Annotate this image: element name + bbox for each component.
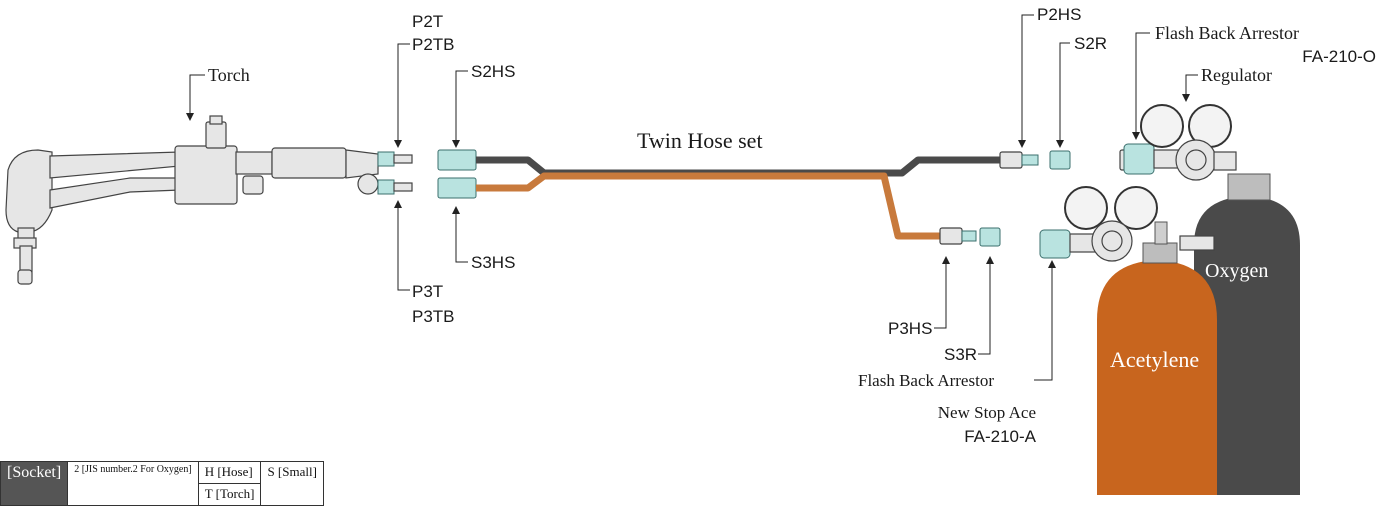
code-legend-table: [Socket] 2 [JIS number.2 For Oxygen] H [… xyxy=(0,461,324,506)
gas-welding-diagram: Torch P2T P2TB S2HS Twin Hose set S3HS P… xyxy=(5,5,1376,495)
label-s3r: S3R xyxy=(944,345,977,364)
label-s2r: S2R xyxy=(1074,34,1107,53)
legend-socket: [Socket] xyxy=(0,461,69,506)
label-acetylene: Acetylene xyxy=(1110,347,1199,372)
label-p3tb: P3TB xyxy=(412,307,455,326)
oxygen-cylinder xyxy=(1194,173,1300,495)
twin-hose-set xyxy=(437,149,1071,247)
label-p2hs: P2HS xyxy=(1037,5,1081,24)
label-s2hs: S2HS xyxy=(471,62,515,81)
label-twin-hose-set: Twin Hose set xyxy=(637,128,763,153)
label-p3hs: P3HS xyxy=(888,319,932,338)
label-s3hs: S3HS xyxy=(471,253,515,272)
leader-lines xyxy=(186,14,1198,381)
label-fa-210-o: FA-210-O xyxy=(1302,47,1376,66)
legend-small: S [Small] xyxy=(260,461,324,506)
oxygen-regulator xyxy=(1119,104,1237,181)
label-oxygen: Oxygen xyxy=(1205,260,1268,282)
label-regulator: Regulator xyxy=(1201,65,1272,85)
acetylene-cylinder xyxy=(1097,221,1217,495)
label-flash-back-arrestor-oxygen: Flash Back Arrestor xyxy=(1155,23,1299,43)
label-new-stop-ace: New Stop Ace xyxy=(938,403,1036,422)
label-fa-210-a: FA-210-A xyxy=(964,427,1036,446)
torch-illustration xyxy=(5,115,413,285)
acetylene-regulator xyxy=(1039,186,1215,262)
label-p2t: P2T xyxy=(412,12,443,31)
legend-jis-2: 2 [JIS number.2 For Oxygen] xyxy=(67,461,199,506)
label-p3t: P3T xyxy=(412,282,443,301)
label-torch: Torch xyxy=(208,65,250,85)
label-flash-back-arrestor-acetylene: Flash Back Arrestor xyxy=(858,371,994,390)
legend-hose: H [Hose] xyxy=(197,461,262,484)
label-p2tb: P2TB xyxy=(412,35,455,54)
